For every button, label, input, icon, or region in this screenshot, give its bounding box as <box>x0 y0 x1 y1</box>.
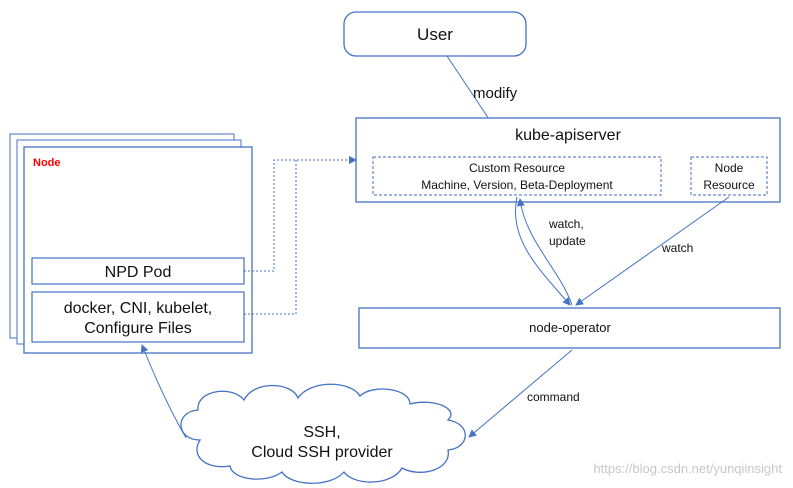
ssh-to-components-edge <box>140 344 187 439</box>
ssh-cloud-node: SSH, Cloud SSH provider <box>180 383 466 484</box>
components-connector <box>244 160 297 315</box>
components-box <box>31 291 245 343</box>
npd-pod-label: NPD Pod <box>105 264 172 281</box>
npd-pod-box <box>31 257 245 285</box>
node-stack: Node NPD Pod docker, CNI, kubelet, Confi… <box>9 133 253 354</box>
node-operator-label: node-operator <box>529 320 611 335</box>
custom-resource-title: Custom Resource <box>469 161 565 175</box>
kube-apiserver-node: kube-apiserver Custom Resource Machine, … <box>355 117 781 203</box>
command-label: command <box>527 390 580 404</box>
watermark-text: https://blog.csdn.net/yunqiinsight <box>593 461 782 476</box>
user-label: User <box>417 25 453 44</box>
components-line1: docker, CNI, kubelet, <box>64 300 213 317</box>
ssh-line2: Cloud SSH provider <box>251 444 393 461</box>
node-resource-box <box>690 156 768 196</box>
node-to-apiserver-connectors <box>244 156 357 315</box>
command-edge: command <box>468 349 580 438</box>
custom-resource-kinds: Machine, Version, Beta-Deployment <box>421 178 613 192</box>
watch-label: watch <box>661 241 693 255</box>
node-label: Node <box>33 157 61 169</box>
custom-resource-box <box>372 156 662 196</box>
watch-update-edge: watch, update <box>515 196 586 306</box>
kube-apiserver-label: kube-apiserver <box>515 127 622 144</box>
watch-update-line1: watch, <box>548 217 584 231</box>
watch-update-line2: update <box>549 234 586 248</box>
modify-label: modify <box>473 85 518 102</box>
node-resource-line1: Node <box>715 161 744 175</box>
user-node: User <box>343 11 527 57</box>
components-line2: Configure Files <box>84 320 192 337</box>
node-operator-node: node-operator <box>358 307 781 349</box>
ssh-line1: SSH, <box>303 424 340 441</box>
watch-edge: watch <box>575 196 730 306</box>
npd-connector <box>244 156 357 272</box>
node-resource-line2: Resource <box>703 178 755 192</box>
